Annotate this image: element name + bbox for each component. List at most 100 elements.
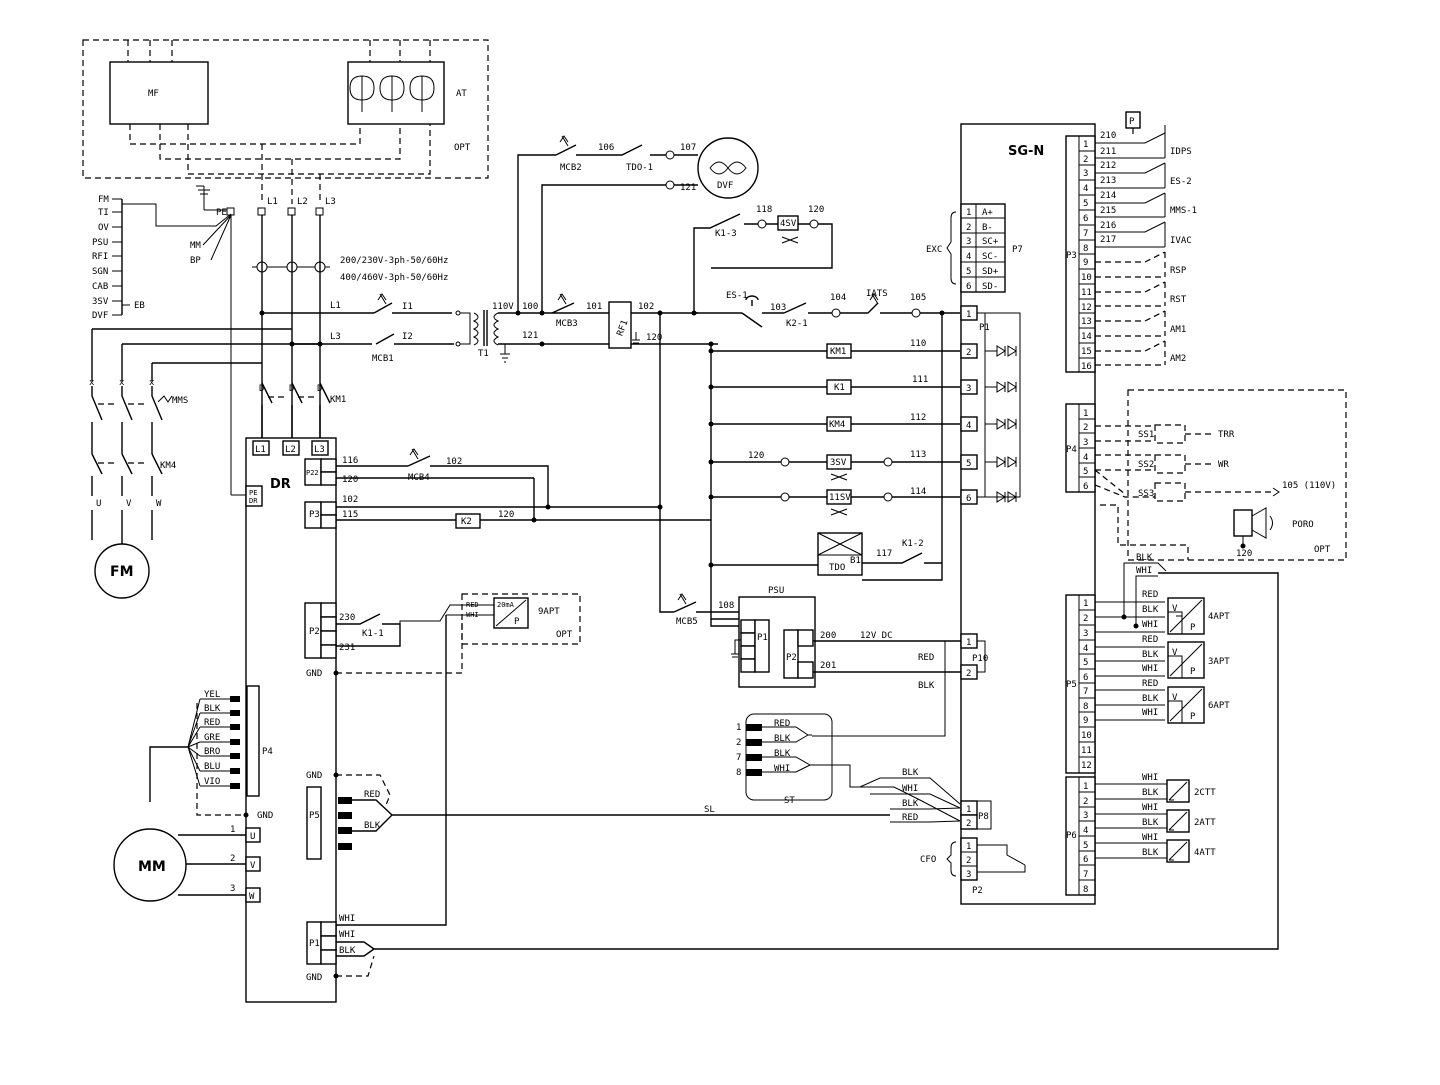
- svg-text:2: 2: [1083, 423, 1088, 433]
- phase-terminals: L1 L2 L3: [252, 197, 336, 438]
- eb-item: SGN: [92, 267, 108, 277]
- w108-label: 108: [718, 601, 734, 611]
- rst-label: RST: [1170, 295, 1187, 305]
- svg-text:210: 210: [1100, 131, 1116, 141]
- sgn-p4-label: P4: [1066, 445, 1077, 455]
- p1-whi1: WHI: [339, 914, 355, 924]
- am1-label: AM1: [1170, 325, 1186, 335]
- p3-dr-label: P3: [309, 510, 320, 520]
- svg-text:BLK: BLK: [1142, 848, 1159, 858]
- p8-wiring: BLK WHI BLK RED: [850, 768, 961, 823]
- dr-pe: PE: [249, 489, 257, 497]
- ivac-label: IVAC: [1170, 236, 1192, 246]
- p5-top-blk: BLK: [1136, 553, 1153, 563]
- tdo1-label: TDO-1: [626, 163, 653, 173]
- mcb4-label: MCB4: [408, 473, 430, 483]
- mm-w: W: [249, 892, 255, 902]
- dvf-label: DVF: [717, 181, 733, 191]
- sgn-p6-label: P6: [1066, 831, 1077, 841]
- svg-text:WHI: WHI: [1142, 620, 1158, 630]
- svg-text:6: 6: [966, 282, 971, 292]
- svg-text:V: V: [1172, 693, 1178, 703]
- svg-text:212: 212: [1100, 161, 1116, 171]
- w107-label: 107: [680, 143, 696, 153]
- p4-opt-label: OPT: [1314, 545, 1331, 555]
- mms-label: MMS: [172, 396, 188, 406]
- svg-text:215: 215: [1100, 206, 1116, 216]
- l1-label: L1: [330, 301, 341, 311]
- dr-dr: DR: [249, 497, 258, 505]
- svg-text:3: 3: [1083, 438, 1088, 448]
- p1-blk: BLK: [339, 946, 356, 956]
- svg-text:D: D: [259, 384, 264, 394]
- svg-text:BRO: BRO: [204, 747, 220, 757]
- k2-coil: [455, 513, 481, 529]
- svg-text:D: D: [317, 384, 322, 394]
- dr-pin-l3: L3: [314, 445, 325, 455]
- svg-text:2: 2: [966, 223, 971, 233]
- apt9-label: 9APT: [538, 607, 560, 617]
- k1-coil-label: K1: [834, 383, 845, 393]
- mf-block: [109, 61, 209, 125]
- mm-u: U: [250, 832, 255, 842]
- b1-label: B1: [850, 556, 861, 566]
- w112-label: 112: [910, 413, 926, 423]
- sv3-coil: [826, 454, 852, 470]
- svg-text:BLK: BLK: [1142, 694, 1159, 704]
- w121-fan-label: 121: [680, 183, 696, 193]
- fm-v-label: V: [126, 499, 132, 509]
- svg-text:4: 4: [966, 252, 971, 262]
- km1-contacts-label: KM1: [330, 395, 346, 405]
- gnd-p2: GND: [306, 669, 322, 679]
- svg-text:10: 10: [1081, 731, 1092, 741]
- st-num: 1: [736, 723, 741, 733]
- dr-pin-l2: L2: [285, 445, 296, 455]
- phase-l1: L1: [267, 197, 278, 207]
- svg-text:1: 1: [1083, 140, 1088, 150]
- svg-text:2: 2: [1083, 155, 1088, 165]
- svg-text:8: 8: [1083, 702, 1088, 712]
- at-block: [347, 61, 445, 125]
- svg-text:BLK: BLK: [1142, 650, 1159, 660]
- i2-label: I2: [402, 332, 413, 342]
- svg-text:GRE: GRE: [204, 733, 220, 743]
- svg-text:P: P: [1190, 712, 1196, 722]
- svg-text:6: 6: [1083, 855, 1088, 865]
- k11-label: K1-1: [362, 629, 384, 639]
- svg-text:2: 2: [966, 856, 971, 866]
- w120a-label: 120: [342, 475, 358, 485]
- p1-whi2: WHI: [339, 930, 355, 940]
- at-coils: [349, 75, 435, 112]
- svg-text:BLK: BLK: [1142, 788, 1159, 798]
- bp-ground-label: BP: [190, 256, 201, 266]
- poro-120-label: 120: [1236, 549, 1252, 559]
- svg-text:213: 213: [1100, 176, 1116, 186]
- p22-label: P22: [306, 469, 319, 477]
- w110-label: 110: [910, 339, 926, 349]
- st-wire: WHI: [774, 764, 790, 774]
- rsp-label: RSP: [1170, 266, 1187, 276]
- svg-text:4: 4: [966, 421, 971, 431]
- svg-text:A+: A+: [982, 208, 993, 218]
- svg-text:217: 217: [1100, 235, 1116, 245]
- st-num: 2: [736, 738, 741, 748]
- eb-item: 3SV: [92, 297, 109, 307]
- psu-label: PSU: [768, 586, 784, 596]
- svg-text:3: 3: [1083, 169, 1088, 179]
- p3-wire-numbers: 210 211 212 213 214 215 216 217: [1100, 131, 1116, 245]
- eb-item: FM: [98, 195, 109, 205]
- svg-text:12: 12: [1081, 303, 1092, 313]
- st-num: 7: [736, 753, 741, 763]
- i1-label: I1: [402, 302, 413, 312]
- svg-text:2: 2: [966, 819, 971, 829]
- t1-label: T1: [478, 349, 489, 359]
- km1-coil-label: KM1: [830, 347, 846, 357]
- phase-l2: L2: [297, 197, 308, 207]
- eb-item: RFI: [92, 252, 108, 262]
- svg-text:BLK: BLK: [204, 704, 221, 714]
- svg-text:211: 211: [1100, 147, 1116, 157]
- p8-wire: WHI: [902, 784, 918, 794]
- opt-box-top: MF AT OPT: [82, 39, 489, 204]
